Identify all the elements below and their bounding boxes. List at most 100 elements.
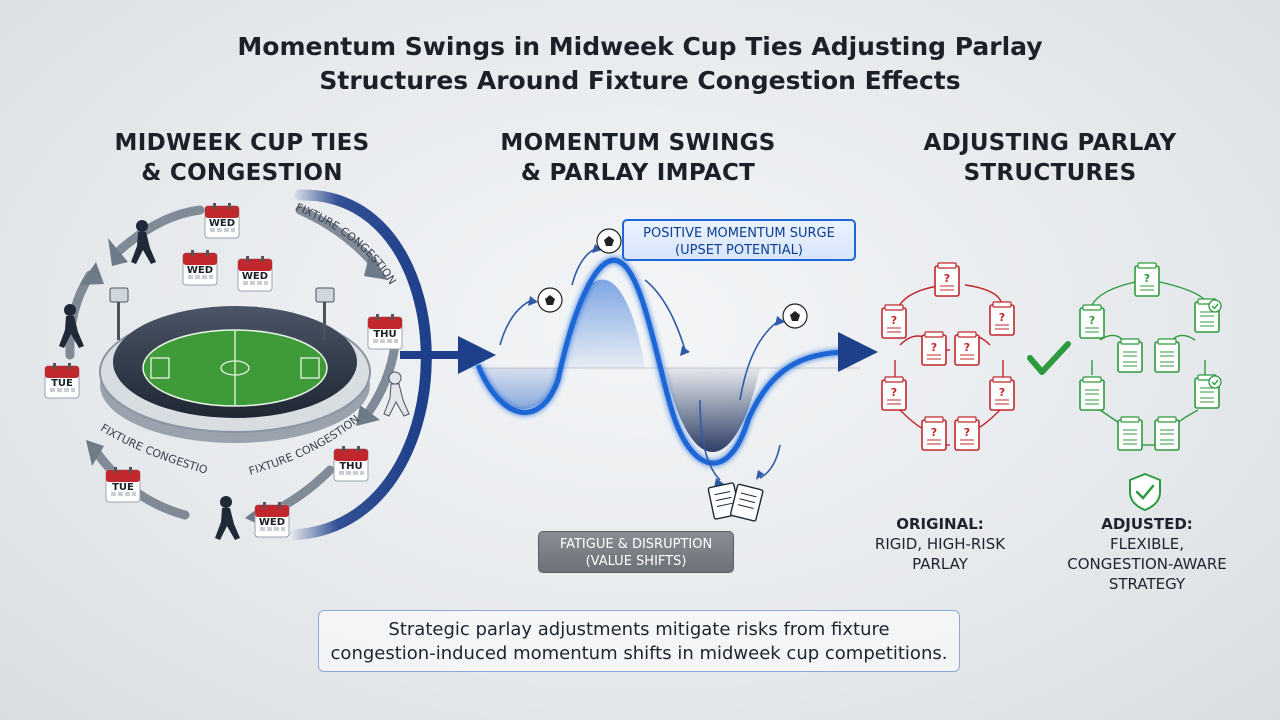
parlay-ticket-icon — [1194, 374, 1222, 409]
adjusted-parlay-caption: ADJUSTED: FLEXIBLE, CONGESTION-AWARE STR… — [1052, 514, 1242, 594]
momentum-wave — [470, 228, 878, 522]
positive-momentum-line-2: (UPSET POTENTIAL) — [675, 243, 803, 258]
calendar-day-label: TUE — [112, 482, 134, 493]
stadium-icon — [99, 287, 371, 443]
football-icon — [596, 228, 622, 254]
parlay-ticket-icon: ? — [954, 416, 980, 451]
ticket-mark: ? — [1144, 272, 1150, 285]
calendar-icon: TUE — [44, 363, 80, 399]
page-title: Momentum Swings in Midweek Cup Ties Adju… — [0, 30, 1280, 98]
title-line-2: Structures Around Fixture Congestion Eff… — [319, 66, 961, 95]
adjusted-parlay-line-2: CONGESTION-AWARE — [1067, 555, 1227, 573]
calendar-icon: TUE — [105, 467, 141, 503]
original-parlay-line-1: RIGID, HIGH-RISK — [874, 535, 1006, 553]
parlay-ticket-icon: ? — [881, 304, 907, 339]
parlay-ticket-icon — [1154, 338, 1180, 373]
ticket-mark: ? — [891, 386, 897, 399]
ticket-mark: ? — [1089, 314, 1095, 327]
adjusted-parlay-heading: ADJUSTED: — [1101, 515, 1193, 533]
fatigue-disruption-line-1: FATIGUE & DISRUPTION — [559, 537, 713, 552]
summary-line-2: congestion-induced momentum shifts in mi… — [330, 643, 948, 664]
parlay-ticket-icon: ? — [921, 416, 947, 451]
parlay-ticket-icon — [1079, 376, 1105, 411]
cycle-arrow-icon — [108, 238, 128, 266]
calendar-day-label: TUE — [51, 378, 73, 389]
arc-label-top: FIXTURE CONGESTION — [294, 201, 399, 287]
calendar-day-label: THU — [373, 329, 396, 340]
calendar-icon: WED — [182, 250, 218, 286]
section-heading-right-line-2: STRUCTURES — [963, 160, 1137, 186]
section-heading-left: MIDWEEK CUP TIES & CONGESTION — [62, 128, 422, 188]
cycle-arrow-icon — [356, 405, 380, 426]
parlay-adjusted-network: ?? — [1079, 262, 1222, 512]
parlay-ticket-icon — [1117, 338, 1143, 373]
ticket-mark: ? — [931, 426, 937, 439]
calendar-icon: WED — [254, 502, 290, 538]
parlay-ticket-icon — [1194, 298, 1222, 333]
parlay-ticket-icon — [707, 482, 764, 522]
parlay-ticket-icon: ? — [954, 331, 980, 366]
ticket-mark: ? — [999, 311, 1005, 324]
section-heading-middle-line-2: & PARLAY IMPACT — [520, 160, 756, 186]
fatigue-disruption-line-2: (VALUE SHIFTS) — [585, 554, 687, 569]
parlay-ticket-icon: ? — [934, 262, 960, 297]
calendar-day-label: WED — [209, 218, 235, 229]
player-icon — [131, 220, 156, 264]
cycle-exit-arrow-icon — [458, 336, 496, 374]
calendar-icon: THU — [333, 446, 369, 482]
player-icon — [383, 371, 410, 417]
adjusted-parlay-line-3: STRATEGY — [1108, 575, 1186, 593]
parlay-ticket-icon: ? — [989, 301, 1015, 336]
calendar-icon: WED — [204, 203, 240, 239]
football-icon — [782, 303, 808, 329]
original-parlay-caption: ORIGINAL: RIGID, HIGH-RISK PARLAY — [865, 514, 1015, 574]
section-heading-right-line-1: ADJUSTING PARLAY — [923, 130, 1177, 156]
negative-momentum-area — [665, 368, 760, 452]
parlay-original-network: ????????? — [881, 262, 1015, 451]
parlay-ticket-icon — [1117, 416, 1143, 451]
section-heading-middle-line-1: MOMENTUM SWINGS — [500, 130, 776, 156]
player-icon — [59, 304, 84, 348]
parlay-ticket-icon: ? — [1134, 262, 1160, 297]
original-parlay-heading: ORIGINAL: — [896, 515, 984, 533]
ticket-mark: ? — [964, 341, 970, 354]
parlay-ticket-icon: ? — [1079, 304, 1105, 339]
section-heading-left-line-1: MIDWEEK CUP TIES — [114, 130, 370, 156]
fatigue-disruption-label: FATIGUE & DISRUPTION (VALUE SHIFTS) — [538, 531, 734, 573]
cycle-arrow-icon — [364, 252, 388, 280]
title-line-1: Momentum Swings in Midweek Cup Ties Adju… — [237, 32, 1043, 61]
section-heading-left-line-2: & CONGESTION — [141, 160, 343, 186]
checkmark-icon — [1027, 341, 1071, 375]
calendar-day-label: WED — [242, 271, 268, 282]
parlay-ticket-icon: ? — [989, 376, 1015, 411]
player-icon — [215, 496, 240, 540]
parlay-ticket-icon — [1154, 416, 1180, 451]
summary-footer: Strategic parlay adjustments mitigate ri… — [318, 610, 960, 672]
shield-check-icon — [1129, 472, 1161, 512]
adjusted-parlay-line-1: FLEXIBLE, — [1109, 535, 1185, 553]
summary-line-1: Strategic parlay adjustments mitigate ri… — [388, 619, 890, 640]
ticket-mark: ? — [891, 314, 897, 327]
ticket-mark: ? — [931, 341, 937, 354]
section-heading-right: ADJUSTING PARLAY STRUCTURES — [870, 128, 1230, 188]
positive-momentum-line-1: POSITIVE MOMENTUM SURGE — [643, 226, 835, 241]
congestion-cycle: FIXTURE CONGESTION FIXTURE CONGESTION FI… — [0, 0, 496, 541]
cycle-arrow-icon — [80, 262, 104, 285]
ticket-mark: ? — [964, 426, 970, 439]
cycle-arrow-icon — [86, 440, 104, 466]
calendar-day-label: THU — [339, 461, 362, 472]
calendar-day-label: WED — [187, 265, 213, 276]
original-parlay-line-2: PARLAY — [912, 555, 968, 573]
section-heading-middle: MOMENTUM SWINGS & PARLAY IMPACT — [458, 128, 818, 188]
calendar-icon: WED — [237, 256, 273, 292]
ticket-mark: ? — [999, 386, 1005, 399]
positive-momentum-label: POSITIVE MOMENTUM SURGE (UPSET POTENTIAL… — [622, 219, 856, 261]
parlay-ticket-icon: ? — [881, 376, 907, 411]
football-icon — [537, 287, 563, 313]
wave-arrow-icon — [838, 332, 878, 372]
calendar-day-label: WED — [259, 517, 285, 528]
momentum-line — [475, 257, 851, 466]
calendar-icon: THU — [367, 314, 403, 350]
cycle-outer-arc — [284, 189, 432, 541]
